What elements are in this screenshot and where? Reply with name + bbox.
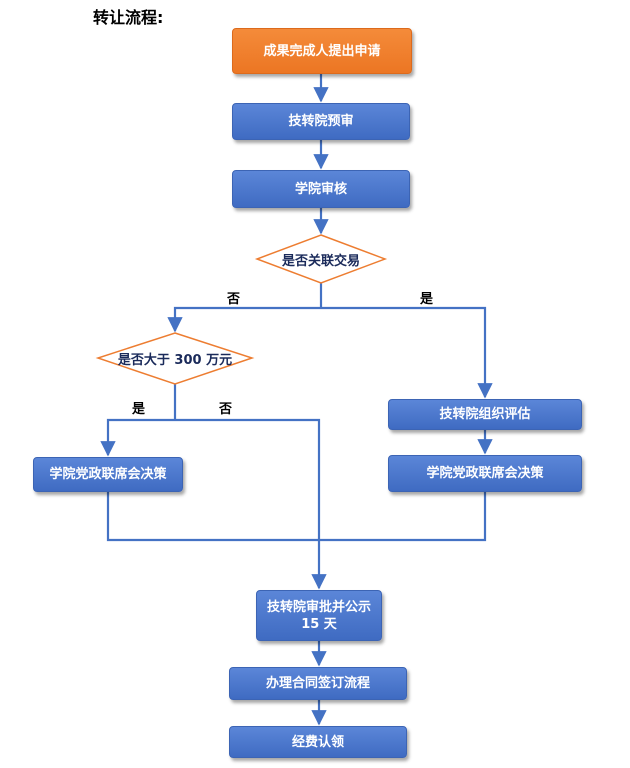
node-pre-review: 技转院预审 [232,103,410,140]
node-college-meeting-right: 学院党政联席会决策 [388,455,582,492]
line-right-meeting-merge [319,492,487,542]
node-college-review: 学院审核 [232,170,410,208]
branch-related-yes: 是 [420,292,434,307]
line-amount-no-branch [175,418,327,590]
branch-amount-yes: 是 [132,402,146,417]
node-college-meeting-left: 学院党政联席会决策 [33,457,183,492]
line-related-no-branch [167,306,321,333]
branch-related-no: 否 [227,292,241,307]
branch-amount-no: 否 [219,402,233,417]
node-funds: 经费认领 [229,726,407,758]
page-title: 转让流程: [93,8,164,27]
decision-amount-diamond [95,332,255,385]
line-left-meeting-merge [106,492,319,542]
approve-publicize-line1: 技转院审批并公示 [266,599,371,615]
line-related-yes-branch [321,306,493,399]
node-org-eval: 技转院组织评估 [388,399,582,430]
decision-related-label: 是否关联交易 [281,253,360,269]
node-apply: 成果完成人提出申请 [232,28,412,74]
node-approve-publicize: 技转院审批并公示 15 天 [256,590,382,641]
line-amount-yes-branch [100,418,175,457]
decision-related-diamond [254,234,388,284]
decision-amount-label: 是否大于 300 万元 [117,353,233,368]
node-contract: 办理合同签订流程 [229,667,407,700]
approve-publicize-line2: 15 天 [301,616,337,632]
